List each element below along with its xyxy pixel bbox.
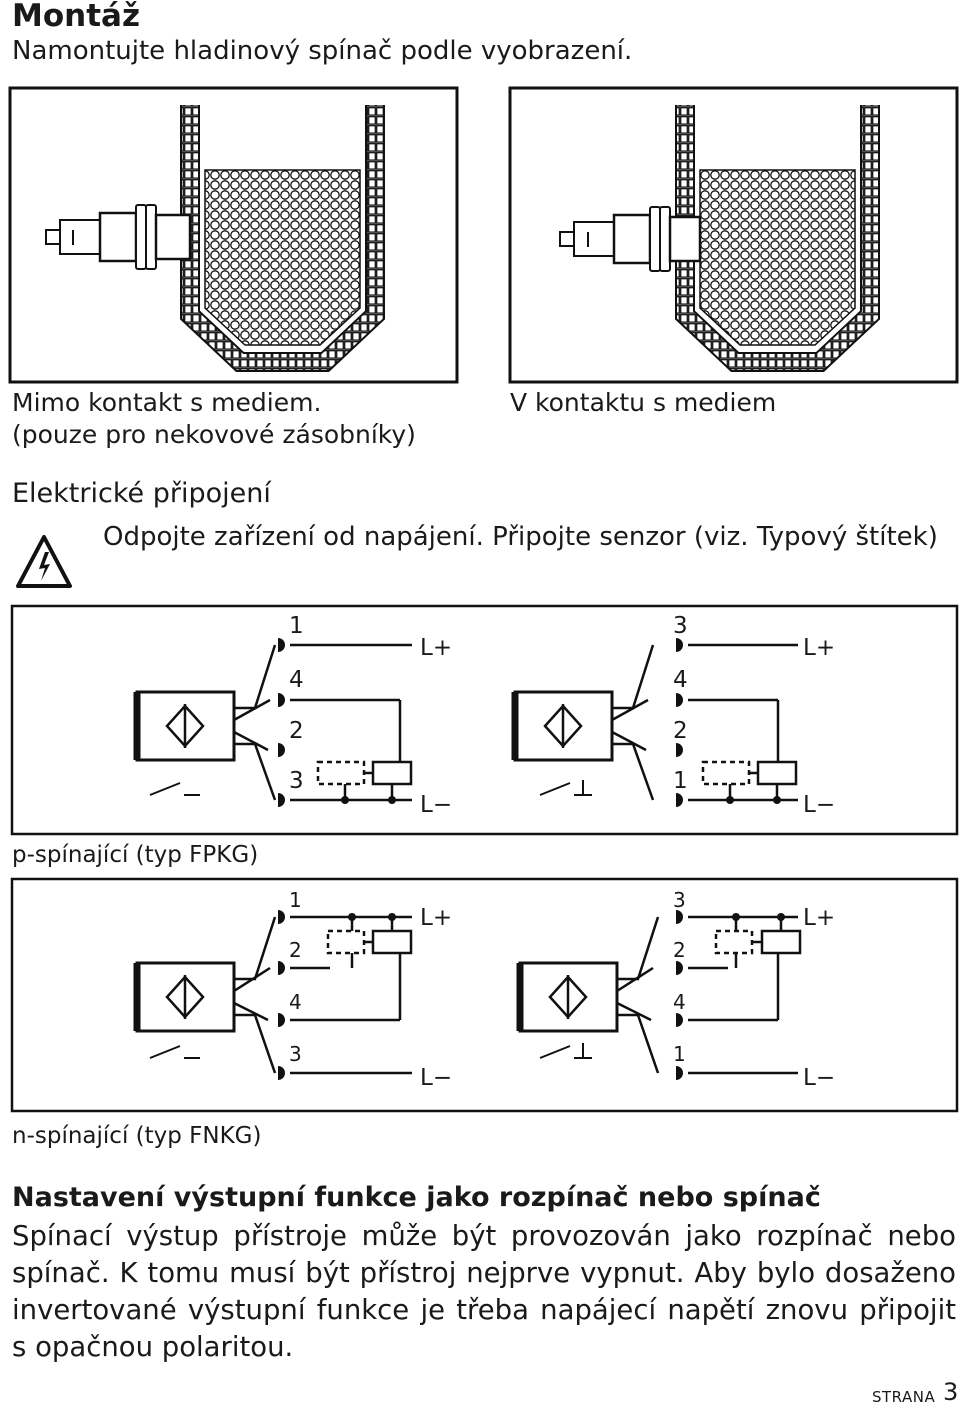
n-switching-label: n-spínající (typ FNKG) [12, 1123, 261, 1149]
output-function-heading: Nastavení výstupní funkce jako rozpínač … [12, 1182, 821, 1213]
page-label: STRANA [872, 1388, 936, 1406]
level-sensor-left [45, 204, 192, 270]
pin-label: 4 [289, 667, 304, 693]
caption-out-of-contact-line1: Mimo kontakt s mediem. [12, 388, 322, 417]
intro-text: Namontujte hladinový spínač podle vyobra… [12, 36, 633, 66]
mounting-figures [8, 86, 959, 384]
wiring-p-switching: 1 4 2 3 3 4 2 1 L+ L− L+ L− p-spínající … [10, 604, 959, 868]
output-function-text: Spínací výstup přístroje může být provoz… [12, 1220, 956, 1363]
electric-hazard-warning-icon [16, 535, 72, 588]
caption-out-of-contact: Mimo kontakt s mediem. (pouze pro nekovo… [12, 387, 416, 451]
pin-label: 4 [673, 990, 686, 1014]
pin-label: 4 [289, 990, 302, 1014]
pin-label: 1 [289, 888, 302, 912]
wiring-p-right [511, 638, 798, 807]
supply-plus-label: L+ [803, 635, 835, 661]
level-sensor-right [559, 206, 702, 272]
supply-minus-label: L− [803, 1065, 835, 1091]
supply-minus-label: L− [420, 1065, 452, 1091]
electrical-heading: Elektrické připojení [12, 478, 271, 509]
caption-in-contact: V kontaktu s mediem [510, 388, 777, 417]
p-switching-label: p-spínající (typ FPKG) [12, 842, 258, 868]
pin-label: 2 [673, 718, 688, 744]
wiring-p-left [133, 638, 413, 807]
pin-label: 3 [289, 768, 304, 794]
pin-label: 2 [289, 938, 302, 962]
pin-label: 1 [673, 1042, 686, 1066]
page-number: 3 [943, 1378, 959, 1406]
pin-label: 4 [673, 667, 688, 693]
pin-label: 2 [289, 718, 304, 744]
wiring-n-right [516, 910, 802, 1080]
warning-text: Odpojte zařízení od napájení. Připojte s… [103, 522, 938, 552]
page-heading: Montáž [12, 0, 140, 34]
pin-label: 1 [289, 613, 304, 639]
mounting-figure-out-of-contact [8, 86, 459, 384]
supply-minus-label: L− [420, 792, 452, 818]
pin-label: 3 [673, 888, 686, 912]
pin-label: 1 [673, 768, 688, 794]
supply-plus-label: L+ [803, 905, 835, 931]
supply-minus-label: L− [803, 792, 835, 818]
wiring-n-left [133, 910, 413, 1080]
supply-plus-label: L+ [420, 905, 452, 931]
pin-label: 3 [289, 1042, 302, 1066]
pin-label: 2 [673, 938, 686, 962]
supply-plus-label: L+ [420, 635, 452, 661]
caption-out-of-contact-line2: (pouze pro nekovové zásobníky) [12, 420, 416, 449]
mounting-figure-in-contact [508, 86, 959, 384]
pin-label: 3 [673, 613, 688, 639]
wiring-n-switching: 1 2 4 3 3 2 4 1 L+ L− L+ L− n-spínající … [10, 877, 959, 1149]
